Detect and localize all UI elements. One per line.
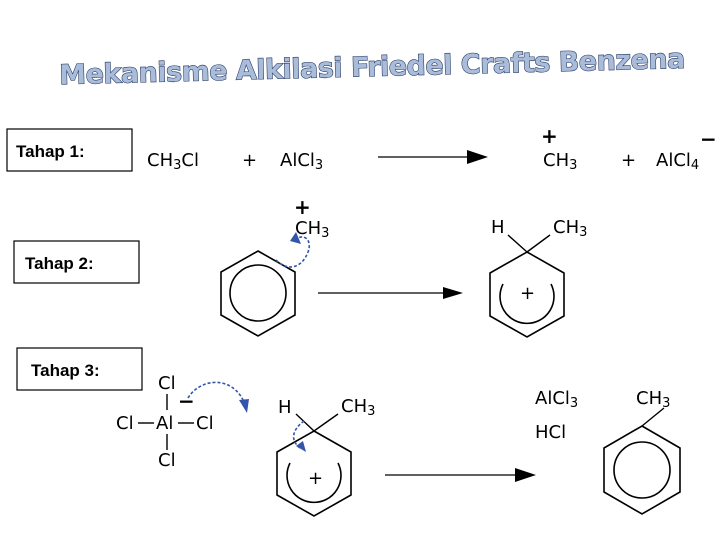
delocalized-arc <box>499 283 555 325</box>
reaction-arrowhead-3 <box>515 468 536 482</box>
byproduct-alcl3: AlCl3 <box>535 388 578 411</box>
toluene-ch3: CH3 <box>636 388 670 411</box>
complex-cl-left: Cl <box>116 413 134 434</box>
step-3: Tahap 3: Cl Cl Al Cl Cl − H CH3 + <box>16 347 681 517</box>
substituent-h: H <box>491 217 505 238</box>
reaction-arrowhead-1 <box>467 150 488 164</box>
complex-charge: − <box>178 389 195 413</box>
curly-arrow-bond <box>292 420 305 449</box>
step-1-label: Tahap 1: <box>16 142 85 161</box>
complex-al: Al <box>156 413 173 434</box>
product-ch3-cation: CH3 <box>543 150 577 173</box>
reactant-alcl3: AlCl3 <box>280 150 323 173</box>
methyl-cation-charge: + <box>541 124 558 148</box>
curly-arrowhead-2 <box>239 399 249 413</box>
step-1: Tahap 1: CH3Cl + AlCl3 + CH3 + AlCl4 − <box>6 124 717 173</box>
curly-arrowhead-3 <box>296 441 306 452</box>
benzene-ring <box>220 250 296 337</box>
curly-arrow-attack <box>275 236 311 268</box>
complex-cl-right: Cl <box>196 413 214 434</box>
alcl4-charge: − <box>700 127 717 151</box>
reaction-arrowhead-2 <box>443 287 463 299</box>
alcl4-complex: Cl Cl Al Cl Cl − <box>116 373 214 471</box>
substituent-ch3-2: CH3 <box>341 396 375 419</box>
plus-sign: + <box>242 150 257 171</box>
reactant-ch3cl: CH3Cl <box>147 150 199 173</box>
toluene-ring <box>603 407 681 515</box>
complex-cl-top: Cl <box>158 373 176 394</box>
substituent-ch3: CH3 <box>553 217 587 240</box>
page-title: Mekanisme Alkilasi Friedel Crafts Benzen… <box>59 44 685 91</box>
curly-arrow-cl-to-h <box>187 381 245 403</box>
plus-sign: + <box>621 150 636 171</box>
step-3-label-box <box>16 347 143 391</box>
step-1-label-box <box>6 128 133 172</box>
byproduct-hcl: HCl <box>535 422 566 443</box>
step-2-label: Tahap 2: <box>25 254 94 273</box>
complex-cl-bottom: Cl <box>158 450 176 471</box>
substituent-h-2: H <box>278 397 292 418</box>
sigma-complex-2 <box>276 413 352 517</box>
sigma-complex-charge: + <box>520 283 535 304</box>
curly-arrowhead <box>290 232 301 244</box>
electrophile-charge: + <box>294 195 311 219</box>
sigma-complex <box>489 234 565 338</box>
sigma-complex-2-charge: + <box>308 468 323 489</box>
delocalized-arc-2 <box>286 462 342 504</box>
step-2: Tahap 2: + CH3 H CH3 + <box>13 195 587 338</box>
step-3-label: Tahap 3: <box>31 361 100 380</box>
product-alcl4: AlCl4 <box>656 150 699 173</box>
step-2-label-box <box>13 240 140 284</box>
electrophile-ch3: CH3 <box>295 218 329 241</box>
